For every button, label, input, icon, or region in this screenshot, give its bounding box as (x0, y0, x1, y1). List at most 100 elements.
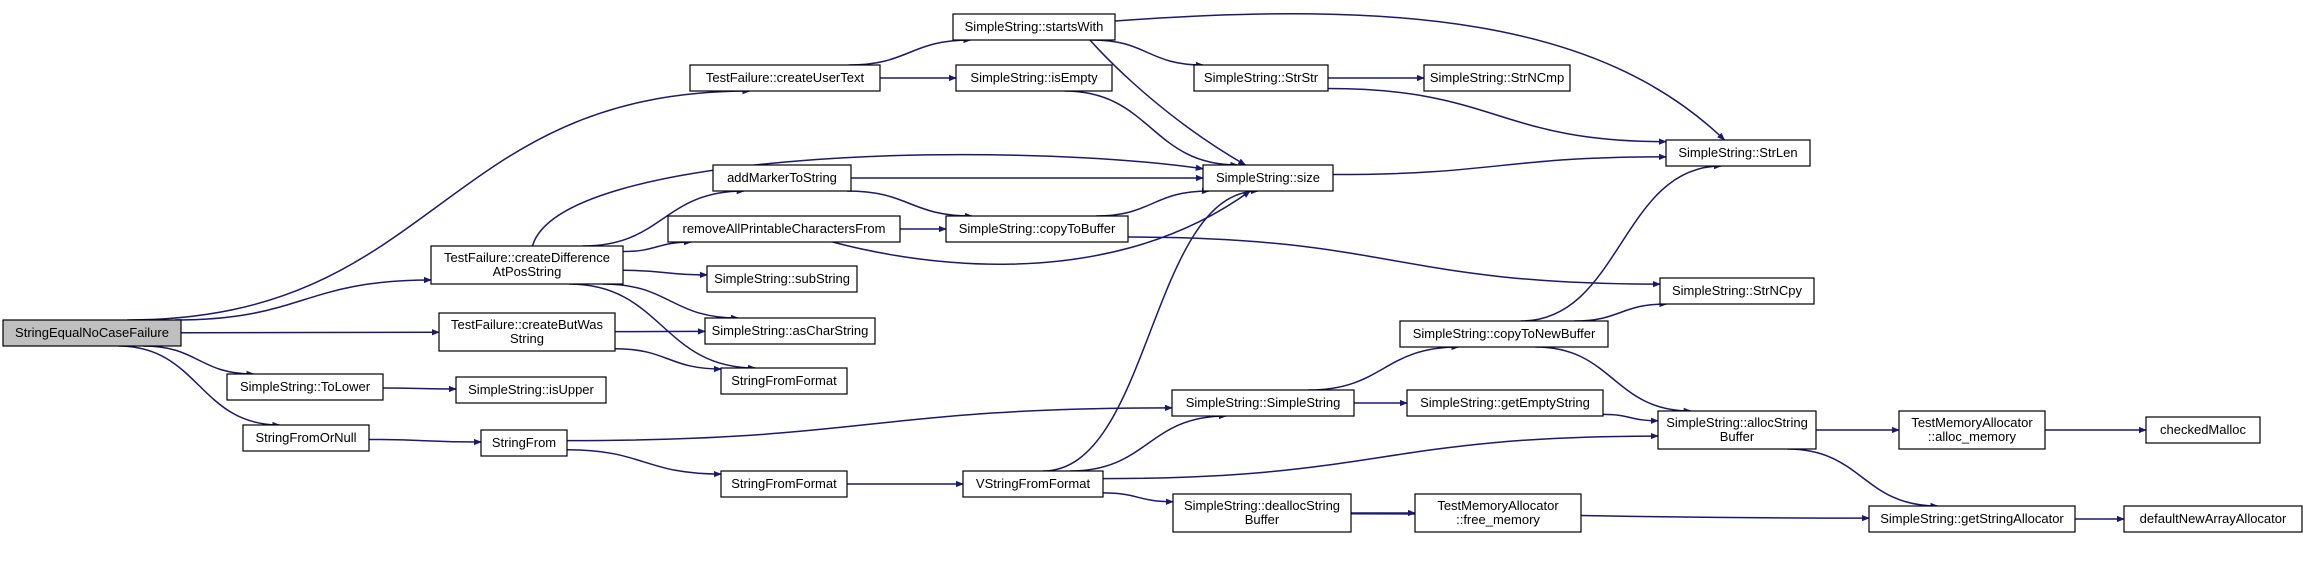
node-box (712, 164, 852, 192)
node-box (945, 215, 1129, 243)
edge-layer (118, 12, 2147, 523)
node-box (720, 367, 848, 395)
node-box (1193, 64, 1329, 92)
node-simplestring-copytobuffer[interactable]: SimpleString::copyToBuffer (945, 215, 1129, 243)
node-stringequalnocasefailure[interactable]: StringEqualNoCaseFailure (2, 319, 182, 347)
node-label: removeAllPrintableCharactersFrom (682, 221, 885, 236)
node-label: TestFailure::createButWas (451, 317, 603, 332)
node-box (1868, 505, 2076, 533)
node-label: String (510, 331, 544, 346)
node-simplestring-getstringallocator[interactable]: SimpleString::getStringAllocator (1868, 505, 2076, 533)
edge-n2-to-n9 (622, 238, 692, 253)
node-addmarkertostring[interactable]: addMarkerToString (712, 164, 852, 192)
edge-n8-to-n19 (846, 190, 973, 220)
node-simplestring-strncmp[interactable]: SimpleString::StrNCmp (1423, 64, 1571, 92)
node-label: SimpleString::ToLower (240, 379, 371, 394)
node-label: StringFromFormat (731, 476, 837, 491)
edge-n6-to-n16 (1091, 39, 1204, 69)
node-box (689, 64, 881, 92)
node-label: StringFrom (492, 435, 556, 450)
node-box (952, 13, 1116, 41)
node-label: SimpleString::asCharString (712, 323, 869, 338)
edge-n14-to-n24 (566, 404, 1173, 442)
node-simplestring-strlen[interactable]: SimpleString::StrLen (1665, 139, 1811, 167)
node-box (1399, 320, 1609, 348)
edge-n2-to-n11 (602, 283, 739, 322)
node-label: AtPosString (493, 264, 562, 279)
node-box (1202, 164, 1334, 192)
node-box (1406, 389, 1604, 417)
node-stringfromornull[interactable]: StringFromOrNull (242, 424, 370, 452)
edge-n0-to-n2 (175, 276, 432, 321)
node-simplestring-isempty[interactable]: SimpleString::isEmpty (955, 64, 1113, 92)
edge-n1-to-n6 (848, 36, 972, 66)
node-testfailure-createusertext[interactable]: TestFailure::createUserText (689, 64, 881, 92)
node-box (226, 373, 384, 401)
node-stringfrom[interactable]: StringFrom (480, 429, 568, 457)
node-label: TestFailure::createDifference (444, 250, 610, 265)
node-label: SimpleString::copyToBuffer (959, 221, 1116, 236)
node-testmemoryallocator-alloc-memory[interactable]: TestMemoryAllocator::alloc_memory (1898, 410, 2046, 450)
node-stringfromformat[interactable]: StringFromFormat (720, 367, 848, 395)
node-box (2145, 416, 2261, 444)
node-label: ::alloc_memory (1928, 429, 2017, 444)
node-box (1898, 410, 2046, 450)
node-label: Buffer (1720, 429, 1755, 444)
edge-n4-to-n13 (382, 385, 457, 393)
node-box (1657, 410, 1817, 450)
edge-n18-to-n20 (1332, 153, 1667, 176)
node-label: TestMemoryAllocator (1437, 498, 1559, 513)
node-label: SimpleString::isEmpty (970, 70, 1098, 85)
node-box (430, 245, 624, 285)
node-label: StringFromOrNull (255, 430, 356, 445)
node-testmemoryallocator-free-memory[interactable]: TestMemoryAllocator::free_memory (1414, 493, 1582, 533)
node-vstringfromformat[interactable]: VStringFromFormat (962, 470, 1104, 498)
node-box (1659, 277, 1815, 305)
node-label: TestFailure::createUserText (706, 70, 865, 85)
node-label: SimpleString::isUpper (468, 382, 594, 397)
node-box (1414, 493, 1582, 533)
node-label: Buffer (1245, 512, 1280, 527)
node-checkedmalloc[interactable]: checkedMalloc (2145, 416, 2261, 444)
node-label: SimpleString::subString (714, 271, 850, 286)
node-simplestring-tolower[interactable]: SimpleString::ToLower (226, 373, 384, 401)
node-box (667, 215, 901, 243)
node-simplestring-getemptystring[interactable]: SimpleString::getEmptyString (1406, 389, 1604, 417)
edge-n5-to-n14 (368, 438, 482, 446)
node-box (1665, 139, 1811, 167)
edge-n24-to-n22 (1308, 343, 1460, 391)
edge-n2-to-n8 (582, 187, 745, 247)
edge-n6-to-n20 (1114, 12, 1726, 141)
node-box (1172, 493, 1352, 533)
node-simplestring-ascharstring[interactable]: SimpleString::asCharString (704, 317, 876, 345)
node-simplestring-size[interactable]: SimpleString::size (1202, 164, 1334, 192)
edge-n23-to-n27 (1102, 492, 1174, 505)
node-removeallprintablecharactersfrom[interactable]: removeAllPrintableCharactersFrom (667, 215, 901, 243)
node-simplestring-strstr[interactable]: SimpleString::StrStr (1193, 64, 1329, 92)
edge-n23-to-n26 (1102, 432, 1659, 480)
node-box (955, 64, 1113, 92)
node-label: SimpleString::allocString (1666, 415, 1808, 430)
node-label: SimpleString::getStringAllocator (1880, 511, 2064, 526)
node-defaultnewarrayallocator[interactable]: defaultNewArrayAllocator (2123, 505, 2303, 533)
node-label: SimpleString::StrNCpy (1672, 283, 1803, 298)
node-label: SimpleString::SimpleString (1186, 395, 1341, 410)
edge-n0-to-n3 (180, 329, 440, 336)
node-label: defaultNewArrayAllocator (2140, 511, 2287, 526)
edge-n22-to-n26 (1535, 346, 1692, 415)
node-stringfromformat[interactable]: StringFromFormat (720, 470, 848, 498)
node-simplestring-startswith[interactable]: SimpleString::startsWith (952, 13, 1116, 41)
node-simplestring-copytonewbuffer[interactable]: SimpleString::copyToNewBuffer (1399, 320, 1609, 348)
node-label: StringFromFormat (731, 373, 837, 388)
node-box (455, 376, 607, 404)
node-simplestring-substring[interactable]: SimpleString::subString (706, 265, 858, 293)
node-simplestring-isupper[interactable]: SimpleString::isUpper (455, 376, 607, 404)
node-simplestring-strncpy[interactable]: SimpleString::StrNCpy (1659, 277, 1815, 305)
node-simplestring-simplestring[interactable]: SimpleString::SimpleString (1171, 389, 1355, 417)
edge-n22-to-n20 (1520, 162, 1722, 322)
